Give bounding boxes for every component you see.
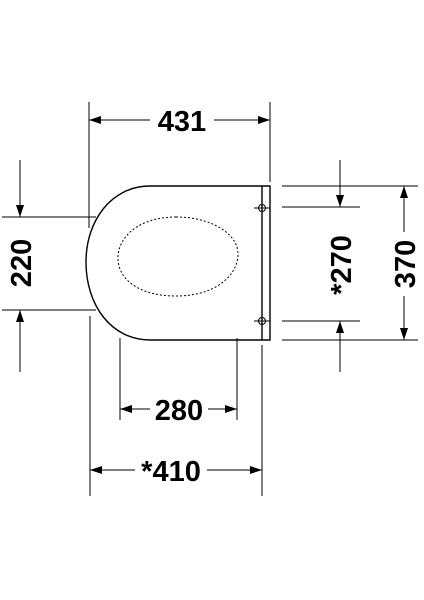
dimension-431-label: 431 — [158, 106, 206, 138]
dimension-220: 220 — [2, 160, 96, 372]
seat-outline — [85, 185, 271, 341]
dimension-410-label: *410 — [141, 456, 201, 488]
dimension-410: *410 — [89, 316, 263, 496]
dimension-431: 431 — [88, 102, 271, 228]
dimension-220-label: 220 — [6, 239, 38, 287]
dimension-270-label: *270 — [326, 235, 358, 295]
dimension-280: 280 — [119, 338, 238, 427]
dimension-370: 370 — [282, 185, 422, 341]
dimension-370-label: 370 — [390, 240, 422, 288]
dimension-280-label: 280 — [155, 395, 203, 427]
hinge-screw-bottom — [254, 313, 270, 329]
hinge-screw-top — [254, 200, 270, 216]
seat-opening — [117, 216, 239, 297]
dimension-270: *270 — [282, 160, 360, 372]
